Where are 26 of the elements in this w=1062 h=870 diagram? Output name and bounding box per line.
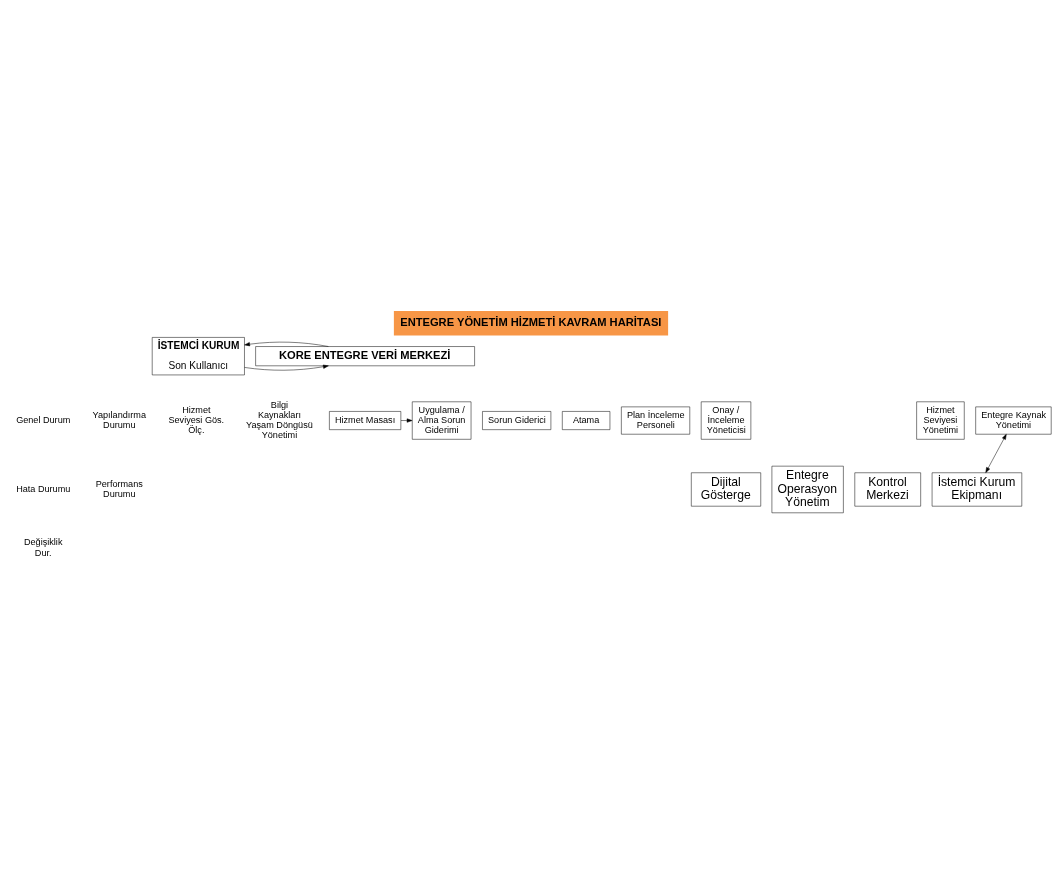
node-box: Hizmet Masası: [329, 410, 402, 430]
label: Değişiklik Dur.: [23, 536, 63, 558]
label: Bilgi Kaynakları Yaşam Döngüsü Yönetimi: [246, 399, 313, 440]
node-box: Onay / İnceleme Yöneticisi: [700, 401, 752, 440]
node-box: Hizmet Seviyesi Yönetimi: [916, 401, 965, 440]
node-box: Entegre Operasyon Yönetim: [771, 465, 844, 513]
arrow: [244, 341, 329, 347]
node-box: Plan İnceleme Personeli: [621, 406, 691, 434]
arrow: [400, 418, 413, 423]
node-box: Uygulama / Alma Sorun Giderimi: [412, 401, 472, 440]
node-box: Entegre Kaynak Yönetimi: [975, 406, 1052, 434]
node-box: Kontrol Merkezi: [854, 472, 921, 506]
diagram-title: ENTEGRE YÖNETİM HİZMETİ KAVRAM HARİTASI: [400, 315, 662, 328]
label: Genel Durum: [16, 414, 71, 425]
node-box: KORE ENTEGRE VERİ MERKEZİ: [255, 345, 475, 366]
node-box: İSTEMCİ KURUM Son Kullanıcı: [151, 336, 245, 375]
node-box: Atama: [562, 410, 611, 430]
label: Hata Durumu: [16, 483, 71, 494]
arrow: [244, 364, 329, 370]
arrow: [985, 433, 1007, 473]
label: Hizmet Seviyesi Gös. Ölç.: [168, 404, 225, 435]
node-box: Dijital Gösterge: [691, 472, 761, 506]
node-box: İstemci Kurum Ekipmanı: [931, 472, 1023, 506]
label: Performans Durumu: [95, 478, 143, 499]
label: Yapılandırma Durumu: [92, 409, 147, 430]
node-box: Sorun Giderici: [482, 410, 552, 430]
